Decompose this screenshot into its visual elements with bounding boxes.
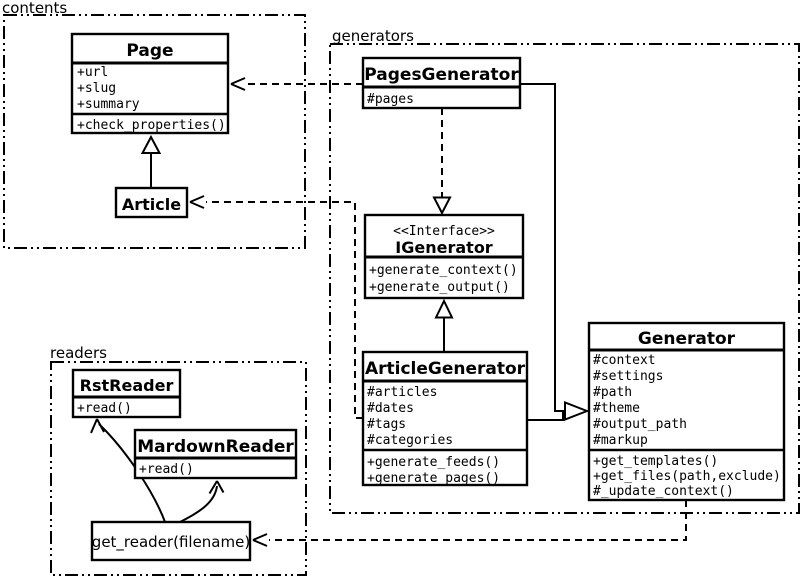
- class-article: Article: [114, 186, 189, 219]
- open-arrowhead-icon: [189, 195, 205, 209]
- class-title: Generator: [638, 329, 736, 349]
- method-row: +read(): [139, 462, 194, 477]
- method-row: +generate_context(): [369, 263, 518, 278]
- attribute-row: +slug: [77, 81, 116, 96]
- class-article-box: [114, 186, 189, 219]
- package-contents-label: contents: [2, 0, 67, 17]
- class-articlegenerator: ArticleGenerator #articles #dates #tags …: [361, 350, 529, 487]
- edge-articlegenerator-inherits-igenerator: [434, 298, 454, 352]
- class-title: IGenerator: [395, 238, 493, 257]
- method-row: #_update_context(): [593, 484, 734, 499]
- attribute-row: #path: [593, 385, 632, 400]
- edge-generators-inherit-generator: [520, 83, 590, 421]
- edge-articlegenerator-depends-article: [189, 195, 363, 419]
- class-generator-box: [587, 321, 786, 502]
- attribute-row: #tags: [367, 417, 406, 432]
- hollow-triangle-icon: [564, 401, 590, 421]
- interface-igenerator: <<Interface>> IGenerator +generate_conte…: [363, 213, 525, 300]
- class-rstreader: RstReader +read(): [71, 368, 182, 419]
- hollow-triangle-icon: [432, 196, 452, 216]
- stereotype-label: <<Interface>>: [393, 224, 495, 239]
- package-readers: readers: [50, 344, 307, 576]
- class-mardownreader-box: [133, 428, 298, 480]
- class-title: Article: [122, 195, 181, 214]
- edge-pagesgenerator-realizes-igenerator: [432, 108, 452, 216]
- package-readers-label: readers: [50, 344, 107, 362]
- attribute-row: #context: [593, 353, 656, 368]
- class-title: MardownReader: [137, 437, 294, 457]
- class-pagesgenerator: PagesGenerator #pages: [361, 56, 522, 110]
- hollow-triangle-icon: [434, 298, 454, 319]
- class-page-box: [70, 32, 230, 135]
- package-contents: contents: [2, 0, 306, 249]
- open-arrowhead-icon: [90, 418, 105, 434]
- class-title: PagesGenerator: [364, 65, 519, 85]
- method-row: +get_templates(): [593, 454, 718, 469]
- package-generators: generators: [329, 27, 800, 514]
- edge-article-inherits-page: [140, 134, 162, 188]
- attribute-row: #dates: [367, 401, 414, 416]
- attribute-row: #articles: [367, 385, 437, 400]
- class-title: ArticleGenerator: [365, 359, 526, 379]
- method-row: +read(): [77, 401, 132, 416]
- package-generators-border: [329, 43, 800, 514]
- method-row: +generate_feeds(): [367, 455, 500, 470]
- class-title: RstReader: [80, 376, 174, 395]
- class-title: Page: [126, 41, 173, 61]
- node-getreader-box: [90, 520, 252, 562]
- attribute-row: #settings: [593, 369, 663, 384]
- open-arrowhead-icon: [252, 533, 268, 547]
- curved-line: [179, 485, 218, 523]
- edge-getreader-to-mardownreader: [179, 480, 225, 523]
- class-articlegenerator-box: [361, 350, 529, 487]
- attribute-row: +summary: [77, 97, 140, 112]
- attribute-row: #categories: [367, 433, 453, 448]
- method-row: +generate_output(): [369, 280, 510, 295]
- class-page: Page +url +slug +summary +check_properti…: [70, 32, 230, 135]
- node-getreader: get_reader(filename): [90, 520, 252, 562]
- package-generators-label: generators: [332, 27, 414, 45]
- attribute-row: #theme: [593, 401, 640, 416]
- hollow-triangle-icon: [140, 134, 162, 154]
- inheritance-line-from-pagesgenerator: [520, 83, 564, 412]
- dependency-line: [206, 201, 363, 419]
- edge-generator-depends-getreader: [252, 500, 687, 547]
- inheritance-line-from-articlegenerator: [527, 411, 564, 421]
- package-readers-border: [50, 361, 307, 576]
- attribute-row: #output_path: [593, 417, 687, 432]
- open-arrowhead-icon: [208, 480, 225, 495]
- class-generator: Generator #context #settings #path #them…: [587, 321, 786, 502]
- node-label: get_reader(filename): [92, 533, 250, 552]
- open-arrowhead-icon: [230, 77, 246, 91]
- method-row: +get_files(path,exclude): [593, 469, 781, 484]
- dependency-line: [269, 500, 687, 541]
- attribute-row: #markup: [593, 433, 648, 448]
- method-row: +check_properties(): [77, 118, 226, 133]
- method-row: +generate_pages(): [367, 471, 500, 486]
- class-mardownreader: MardownReader +read(): [133, 428, 298, 480]
- attribute-row: +url: [77, 65, 108, 80]
- class-rstreader-box: [71, 368, 182, 419]
- attribute-row: #pages: [367, 92, 414, 107]
- edge-pagesgenerator-depends-page: [230, 77, 363, 91]
- package-contents-border: [3, 14, 306, 249]
- class-pagesgenerator-box: [361, 56, 522, 110]
